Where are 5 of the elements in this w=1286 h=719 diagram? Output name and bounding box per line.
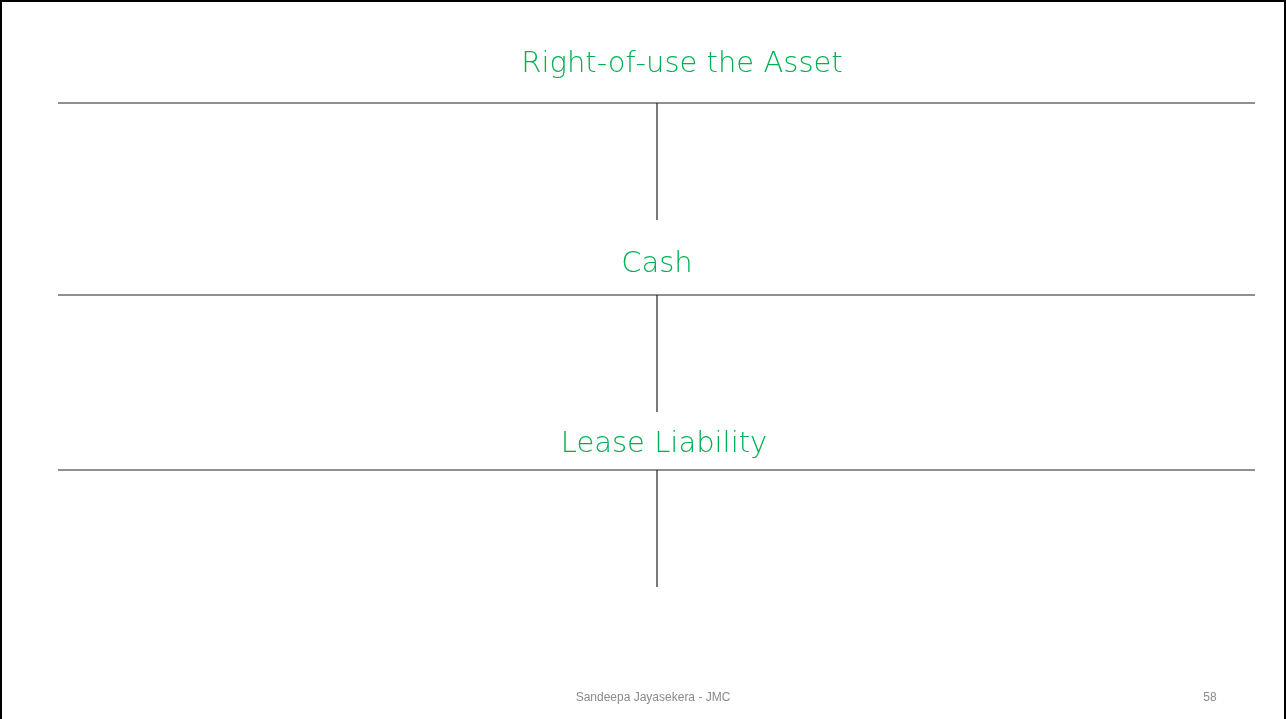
account-title: Right-of-use the Asset xyxy=(521,45,843,79)
account-title: Lease Liability xyxy=(560,425,768,459)
account-title: Cash xyxy=(621,245,693,279)
page-number: 58 xyxy=(1203,690,1217,704)
footer-text: Sandeepa Jayasekera - JMC xyxy=(575,690,731,704)
